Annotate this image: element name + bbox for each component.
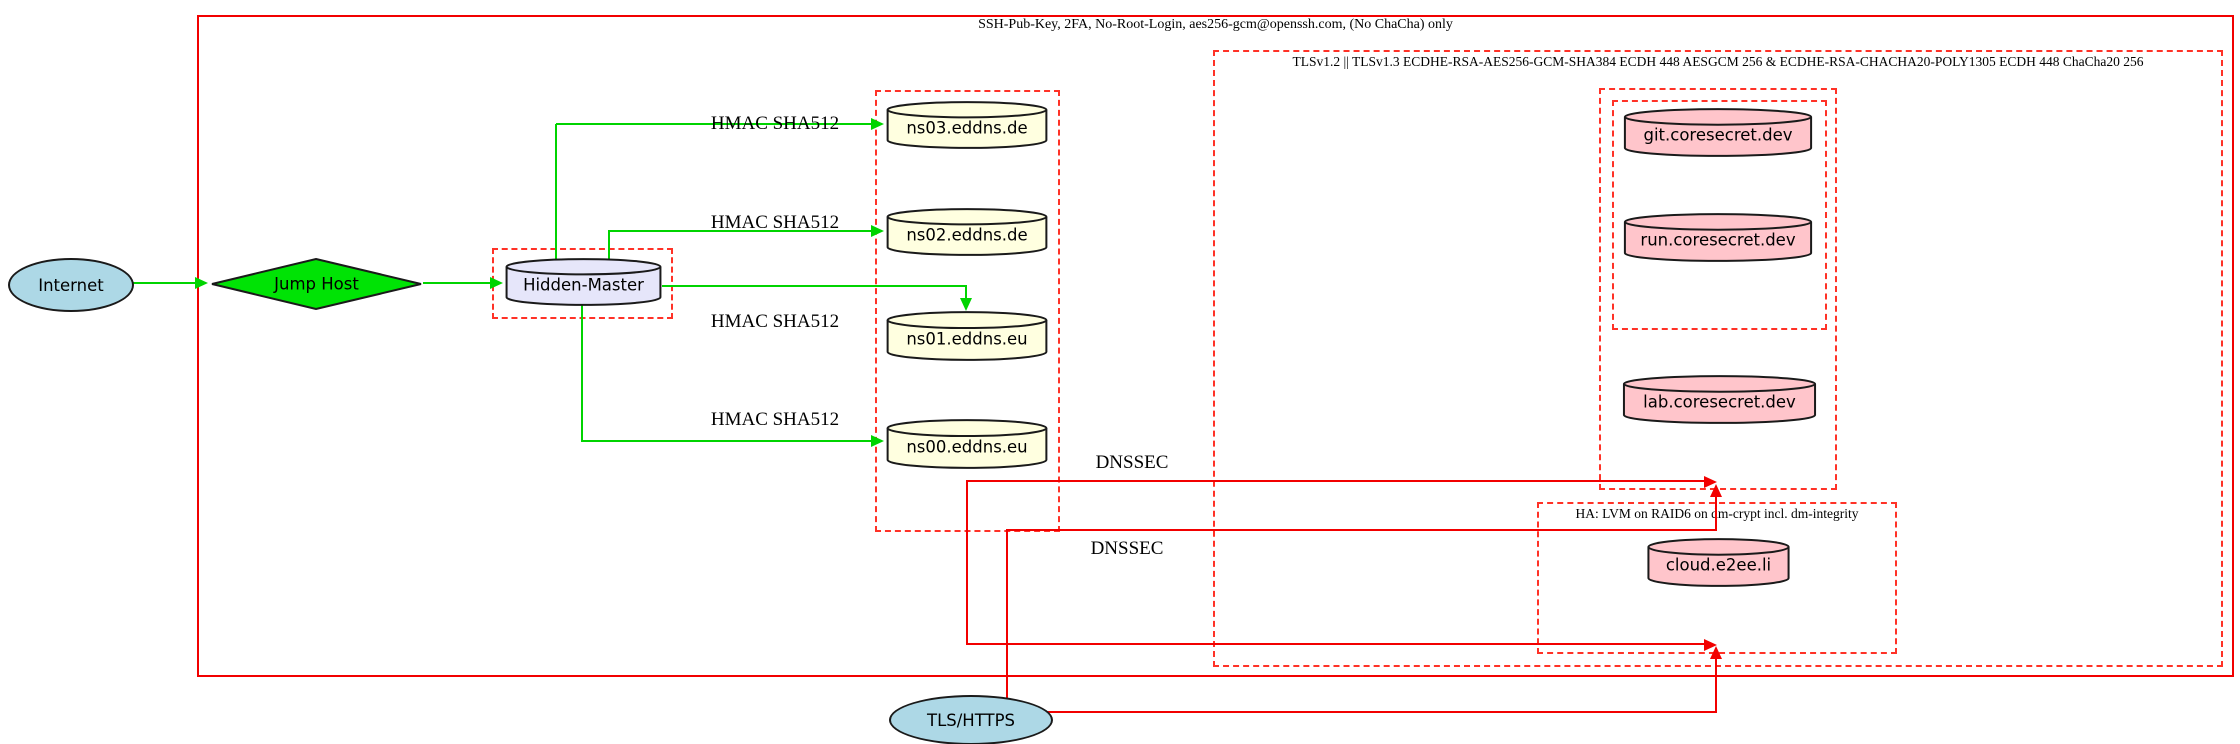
edge-label-hmac-ns02: HMAC SHA512 — [710, 212, 840, 233]
edge-hm-ns02-v — [608, 230, 610, 262]
ns00-label: ns00.eddns.eu — [906, 437, 1028, 457]
lab-label: lab.coresecret.dev — [1643, 392, 1796, 412]
ns03-node: ns03.eddns.de — [886, 101, 1048, 149]
jump-host-label: Jump Host — [274, 274, 359, 294]
ns02-node: ns02.eddns.de — [886, 208, 1048, 256]
edge-hm-ns01-v — [965, 286, 967, 299]
edge-hm-ns00-arrowhead — [871, 435, 884, 447]
cluster-ssh-label: SSH-Pub-Key, 2FA, No-Root-Login, aes256-… — [978, 17, 1453, 32]
ns01-node: ns01.eddns.eu — [886, 311, 1048, 361]
ns02-cylinder-shape — [886, 208, 1048, 256]
edge-label-dnssec-1: DNSSEC — [1095, 452, 1169, 473]
edge-dnssec1-h — [967, 480, 1705, 482]
git-cylinder-shape — [1623, 108, 1813, 157]
internet-node: Internet — [8, 258, 134, 312]
ns03-label: ns03.eddns.de — [906, 118, 1028, 138]
cluster-coresecret-inner-box — [1612, 100, 1827, 330]
hidden-master-cylinder-shape — [505, 258, 662, 306]
ns02-label: ns02.eddns.de — [906, 225, 1028, 245]
edge-hm-ns02-arrowhead — [871, 225, 884, 237]
ns03-cylinder-shape — [886, 101, 1048, 149]
cluster-tls-label: TLSv1.2 || TLSv1.3 ECDHE-RSA-AES256-GCM-… — [1292, 54, 2144, 69]
cluster-tls-box — [1213, 50, 2223, 667]
edge-tls-coresecret-arrowhead — [1710, 484, 1722, 497]
hidden-master-label: Hidden-Master — [523, 275, 644, 295]
internet-label: Internet — [38, 275, 104, 295]
edge-label-dnssec-2: DNSSEC — [1090, 538, 1164, 559]
ns00-node: ns00.eddns.eu — [886, 419, 1048, 469]
tls-https-label: TLS/HTTPS — [926, 710, 1015, 730]
edge-hm-ns01-h — [662, 285, 967, 287]
edge-dnssec2-v — [966, 480, 968, 645]
edge-hm-ns02-h — [609, 230, 872, 232]
hidden-master-node: Hidden-Master — [505, 258, 662, 306]
edge-hm-ns00-v — [581, 305, 583, 442]
git-label: git.coresecret.dev — [1643, 125, 1793, 145]
edge-dnssec2-h — [967, 643, 1705, 645]
edge-tls-coresecret-h — [1006, 529, 1717, 531]
cluster-ssh-box — [197, 15, 2234, 677]
edge-tls-coresecret-v2 — [1715, 497, 1717, 531]
edge-hm-ns03-arrowhead — [871, 118, 884, 130]
edge-tls-ha-arrowhead — [1710, 646, 1722, 659]
cloud-node: cloud.e2ee.li — [1647, 538, 1790, 587]
run-cylinder-shape — [1623, 213, 1813, 262]
edge-tls-ha-v — [1715, 659, 1717, 713]
edge-internet-jumphost — [130, 282, 196, 284]
edge-tls-coresecret-v1 — [1006, 531, 1008, 701]
edge-hm-ns03-h — [556, 123, 872, 125]
edge-label-hmac-ns00: HMAC SHA512 — [710, 409, 840, 430]
lab-cylinder-shape — [1622, 375, 1817, 424]
ns00-cylinder-shape — [886, 419, 1048, 469]
jump-host-diamond-shape — [210, 258, 423, 310]
edge-label-hmac-ns03: HMAC SHA512 — [710, 113, 840, 134]
run-node: run.coresecret.dev — [1623, 213, 1813, 262]
edge-internet-jumphost-arrowhead — [195, 277, 208, 289]
edge-hm-ns01-arrowhead — [960, 298, 972, 311]
edge-hm-ns00-h — [582, 440, 872, 442]
edge-label-hmac-ns01: HMAC SHA512 — [710, 311, 840, 332]
lab-node: lab.coresecret.dev — [1622, 375, 1817, 424]
edge-hm-ns03-v — [555, 124, 557, 262]
edge-jumphost-hiddenmaster-arrowhead — [490, 277, 503, 289]
cloud-cylinder-shape — [1647, 538, 1790, 587]
jump-host-node: Jump Host — [210, 258, 423, 310]
tls-https-node: TLS/HTTPS — [889, 695, 1053, 744]
edge-jumphost-hiddenmaster — [423, 282, 491, 284]
cluster-ha-label: HA: LVM on RAID6 on dm-crypt incl. dm-in… — [1575, 506, 1859, 521]
ns01-cylinder-shape — [886, 311, 1048, 361]
cloud-label: cloud.e2ee.li — [1665, 555, 1772, 575]
git-node: git.coresecret.dev — [1623, 108, 1813, 157]
ns01-label: ns01.eddns.eu — [906, 329, 1028, 349]
edge-tls-ha-h — [1044, 711, 1717, 713]
run-label: run.coresecret.dev — [1640, 230, 1796, 250]
